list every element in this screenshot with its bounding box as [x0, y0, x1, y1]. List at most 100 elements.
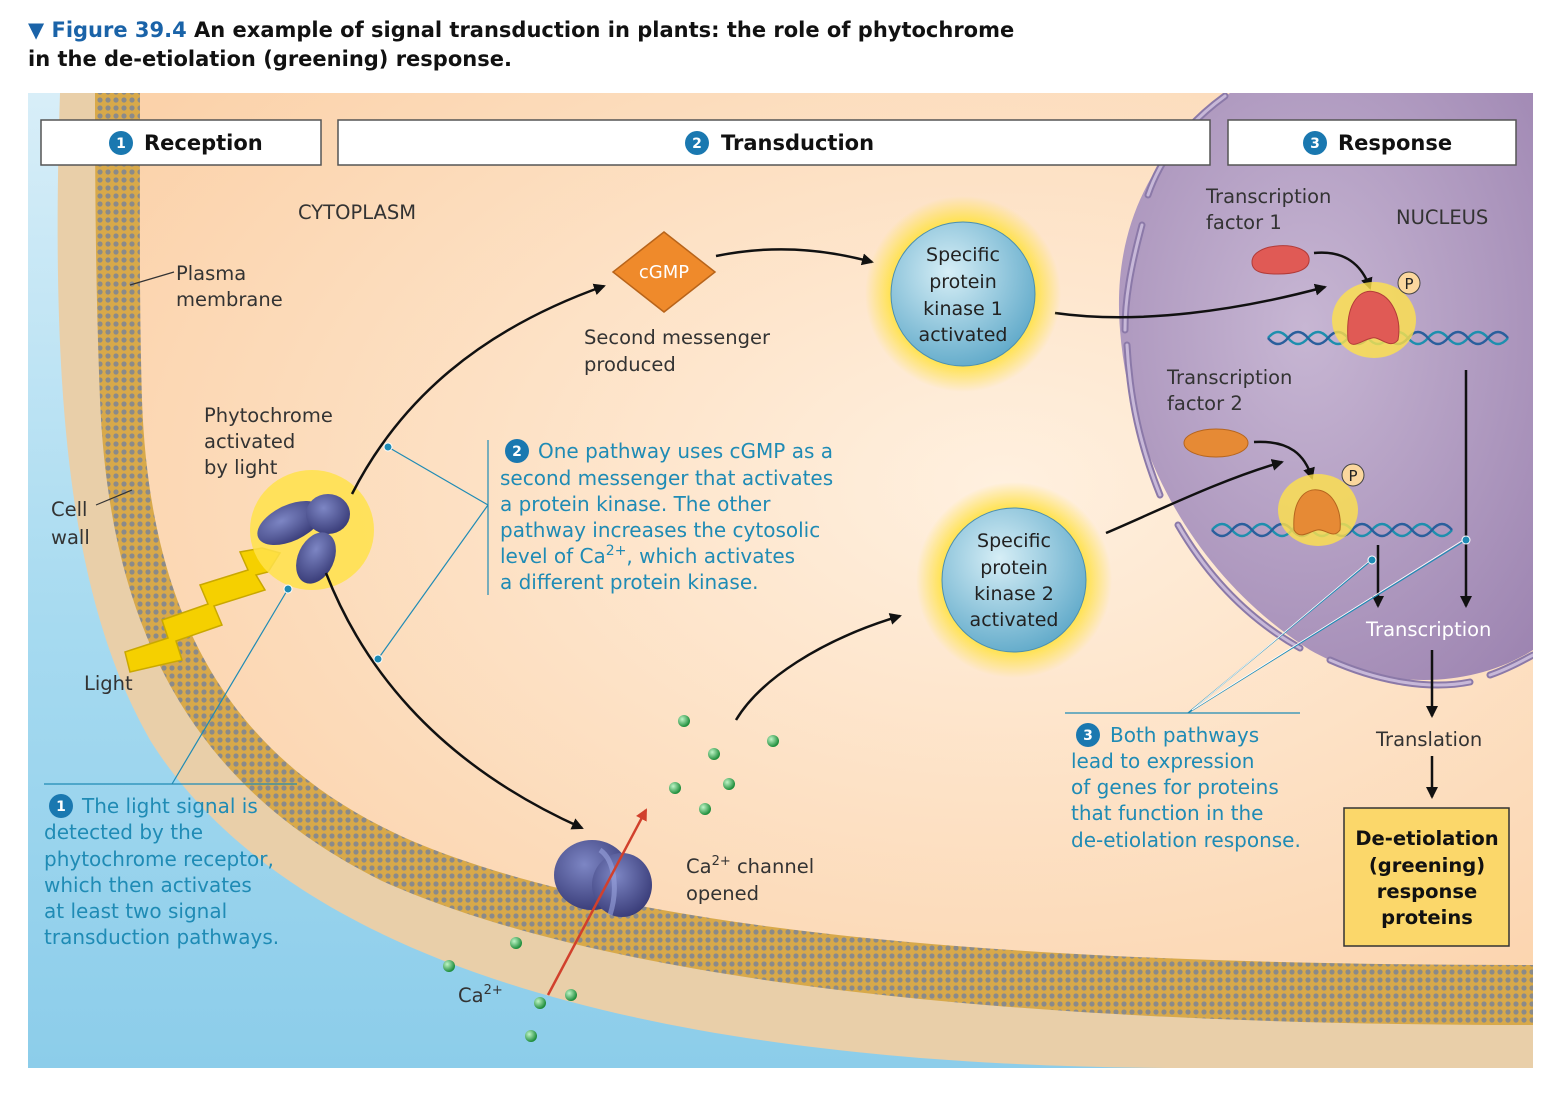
arrow-to-cgmp — [350, 283, 606, 495]
header-reception: 1 Reception — [40, 119, 322, 166]
svg-text:Both pathways: Both pathways — [1110, 723, 1259, 747]
ca-ion — [443, 960, 455, 972]
header-transduction: 2 Transduction — [337, 119, 1211, 166]
ca-ion — [699, 803, 711, 815]
tf1-bound-icon — [1332, 282, 1416, 358]
svg-text:a protein kinase. The other: a protein kinase. The other — [500, 492, 771, 516]
svg-text:One pathway uses cGMP as a: One pathway uses cGMP as a — [538, 439, 833, 463]
second-messenger-label: Second messenger produced — [584, 326, 771, 376]
ca-ion-label: Ca2+ — [458, 983, 503, 1007]
header-transduction-label: Transduction — [721, 131, 874, 155]
svg-text:second messenger that activate: second messenger that activates — [500, 466, 833, 490]
svg-text:kinase 1: kinase 1 — [923, 298, 1003, 320]
svg-text:The light signal is: The light signal is — [81, 794, 258, 818]
svg-text:Transcription: Transcription — [1205, 185, 1331, 208]
figure-title: ▼ Figure 39.4 An example of signal trans… — [28, 16, 1128, 74]
cytoplasm-label: CYTOPLASM — [298, 201, 416, 224]
note1-badge-icon — [49, 794, 73, 818]
ca-influx-arrow — [546, 808, 648, 996]
kinase-1-icon: Specific protein kinase 1 activated — [865, 196, 1061, 392]
arrow-tf1-bind — [1313, 251, 1373, 290]
svg-text:that function in the: that function in the — [1071, 801, 1263, 825]
note2-badge-icon — [505, 439, 529, 463]
transcription-label: Transcription — [1365, 618, 1491, 641]
svg-text:Second messenger: Second messenger — [584, 326, 771, 349]
note1: 1 The light signal is detected by the ph… — [44, 794, 279, 949]
cell-wall-label: Cell wall — [51, 489, 133, 549]
ca-ion — [510, 937, 522, 949]
svg-text:activated: activated — [970, 609, 1059, 631]
ca-ion — [534, 997, 546, 1009]
ca-ion — [708, 748, 720, 760]
header-response-label: Response — [1338, 131, 1452, 155]
svg-text:by light: by light — [204, 456, 278, 479]
svg-text:factor 1: factor 1 — [1206, 211, 1282, 234]
svg-text:at least two signal: at least two signal — [44, 899, 227, 923]
arrow-ca-to-kinase2 — [734, 613, 902, 721]
ca-ion — [723, 778, 735, 790]
ca-ion — [565, 989, 577, 1001]
arrow-cgmp-to-kinase1 — [715, 248, 874, 266]
svg-text:1: 1 — [56, 799, 66, 815]
svg-text:3: 3 — [1083, 728, 1093, 744]
ca-channel-label: Ca2+ channel — [686, 854, 814, 878]
translation-label: Translation — [1375, 728, 1482, 751]
svg-text:activated: activated — [919, 324, 1008, 346]
ca-ion — [678, 715, 690, 727]
header-response: 3 Response — [1227, 119, 1517, 166]
tf2-bound-icon — [1278, 474, 1358, 546]
cgmp-icon: cGMP — [611, 231, 717, 313]
svg-text:Plasma: Plasma — [176, 262, 246, 285]
svg-text:3: 3 — [1310, 136, 1320, 152]
svg-text:Specific: Specific — [977, 530, 1051, 552]
figure-title-triangle-icon: ▼ — [28, 18, 52, 42]
phosphate-2-icon: P — [1341, 463, 1365, 487]
note3: 3 Both pathways lead to expression of ge… — [1071, 723, 1301, 852]
nucleus-label: NUCLEUS — [1396, 206, 1488, 229]
arrow-kinase2-to-tf2 — [1105, 459, 1284, 535]
note3-badge-icon — [1076, 723, 1100, 747]
figure-number: Figure 39.4 — [51, 18, 187, 42]
plasma-membrane-label: Plasma membrane — [129, 262, 283, 311]
svg-text:Specific: Specific — [926, 244, 1000, 266]
phosphate-1-icon: P — [1397, 271, 1421, 295]
svg-text:protein: protein — [929, 271, 997, 293]
figure-title-line2: in the de-etiolation (greening) response… — [28, 47, 512, 71]
note2: 2 One pathway uses cGMP as a second mess… — [500, 439, 833, 594]
svg-text:which then activates: which then activates — [44, 873, 252, 897]
svg-text:(greening): (greening) — [1369, 854, 1485, 877]
tf2-icon — [1183, 428, 1249, 458]
arrow-to-ca-channel — [324, 572, 584, 830]
svg-text:wall: wall — [51, 526, 90, 549]
svg-text:phytochrome receptor,: phytochrome receptor, — [44, 847, 274, 871]
svg-text:factor 2: factor 2 — [1167, 392, 1243, 415]
svg-text:a different protein kinase.: a different protein kinase. — [500, 570, 759, 594]
badge-3-icon — [1303, 131, 1327, 155]
svg-text:protein: protein — [980, 557, 1048, 579]
note2-callout — [377, 440, 489, 660]
tf1-icon — [1251, 245, 1310, 275]
svg-text:P: P — [1404, 275, 1413, 293]
tf2-label: Transcription factor 2 — [1166, 366, 1292, 415]
cgmp-label: cGMP — [639, 262, 689, 283]
svg-text:of genes for proteins: of genes for proteins — [1071, 775, 1279, 799]
badge-2-icon — [685, 131, 709, 155]
svg-text:produced: produced — [584, 353, 676, 376]
svg-text:level of Ca2+, which activates: level of Ca2+, which activates — [500, 543, 795, 568]
light-label: Light — [84, 672, 133, 695]
svg-text:2: 2 — [692, 136, 702, 152]
svg-text:Cell: Cell — [51, 498, 87, 521]
ca-ions — [443, 715, 779, 1042]
ca-ion — [669, 782, 681, 794]
arrow-tf2-bind — [1253, 440, 1315, 480]
ca-channel-opened-label: opened — [686, 882, 759, 905]
svg-text:kinase 2: kinase 2 — [974, 583, 1054, 605]
ca-ion — [525, 1030, 537, 1042]
svg-text:response: response — [1377, 880, 1478, 903]
ca-ion — [767, 735, 779, 747]
svg-text:lead to expression: lead to expression — [1071, 749, 1255, 773]
svg-text:Transcription: Transcription — [1166, 366, 1292, 389]
kinase-2-icon: Specific protein kinase 2 activated — [916, 482, 1112, 678]
svg-text:detected by the: detected by the — [44, 820, 203, 844]
